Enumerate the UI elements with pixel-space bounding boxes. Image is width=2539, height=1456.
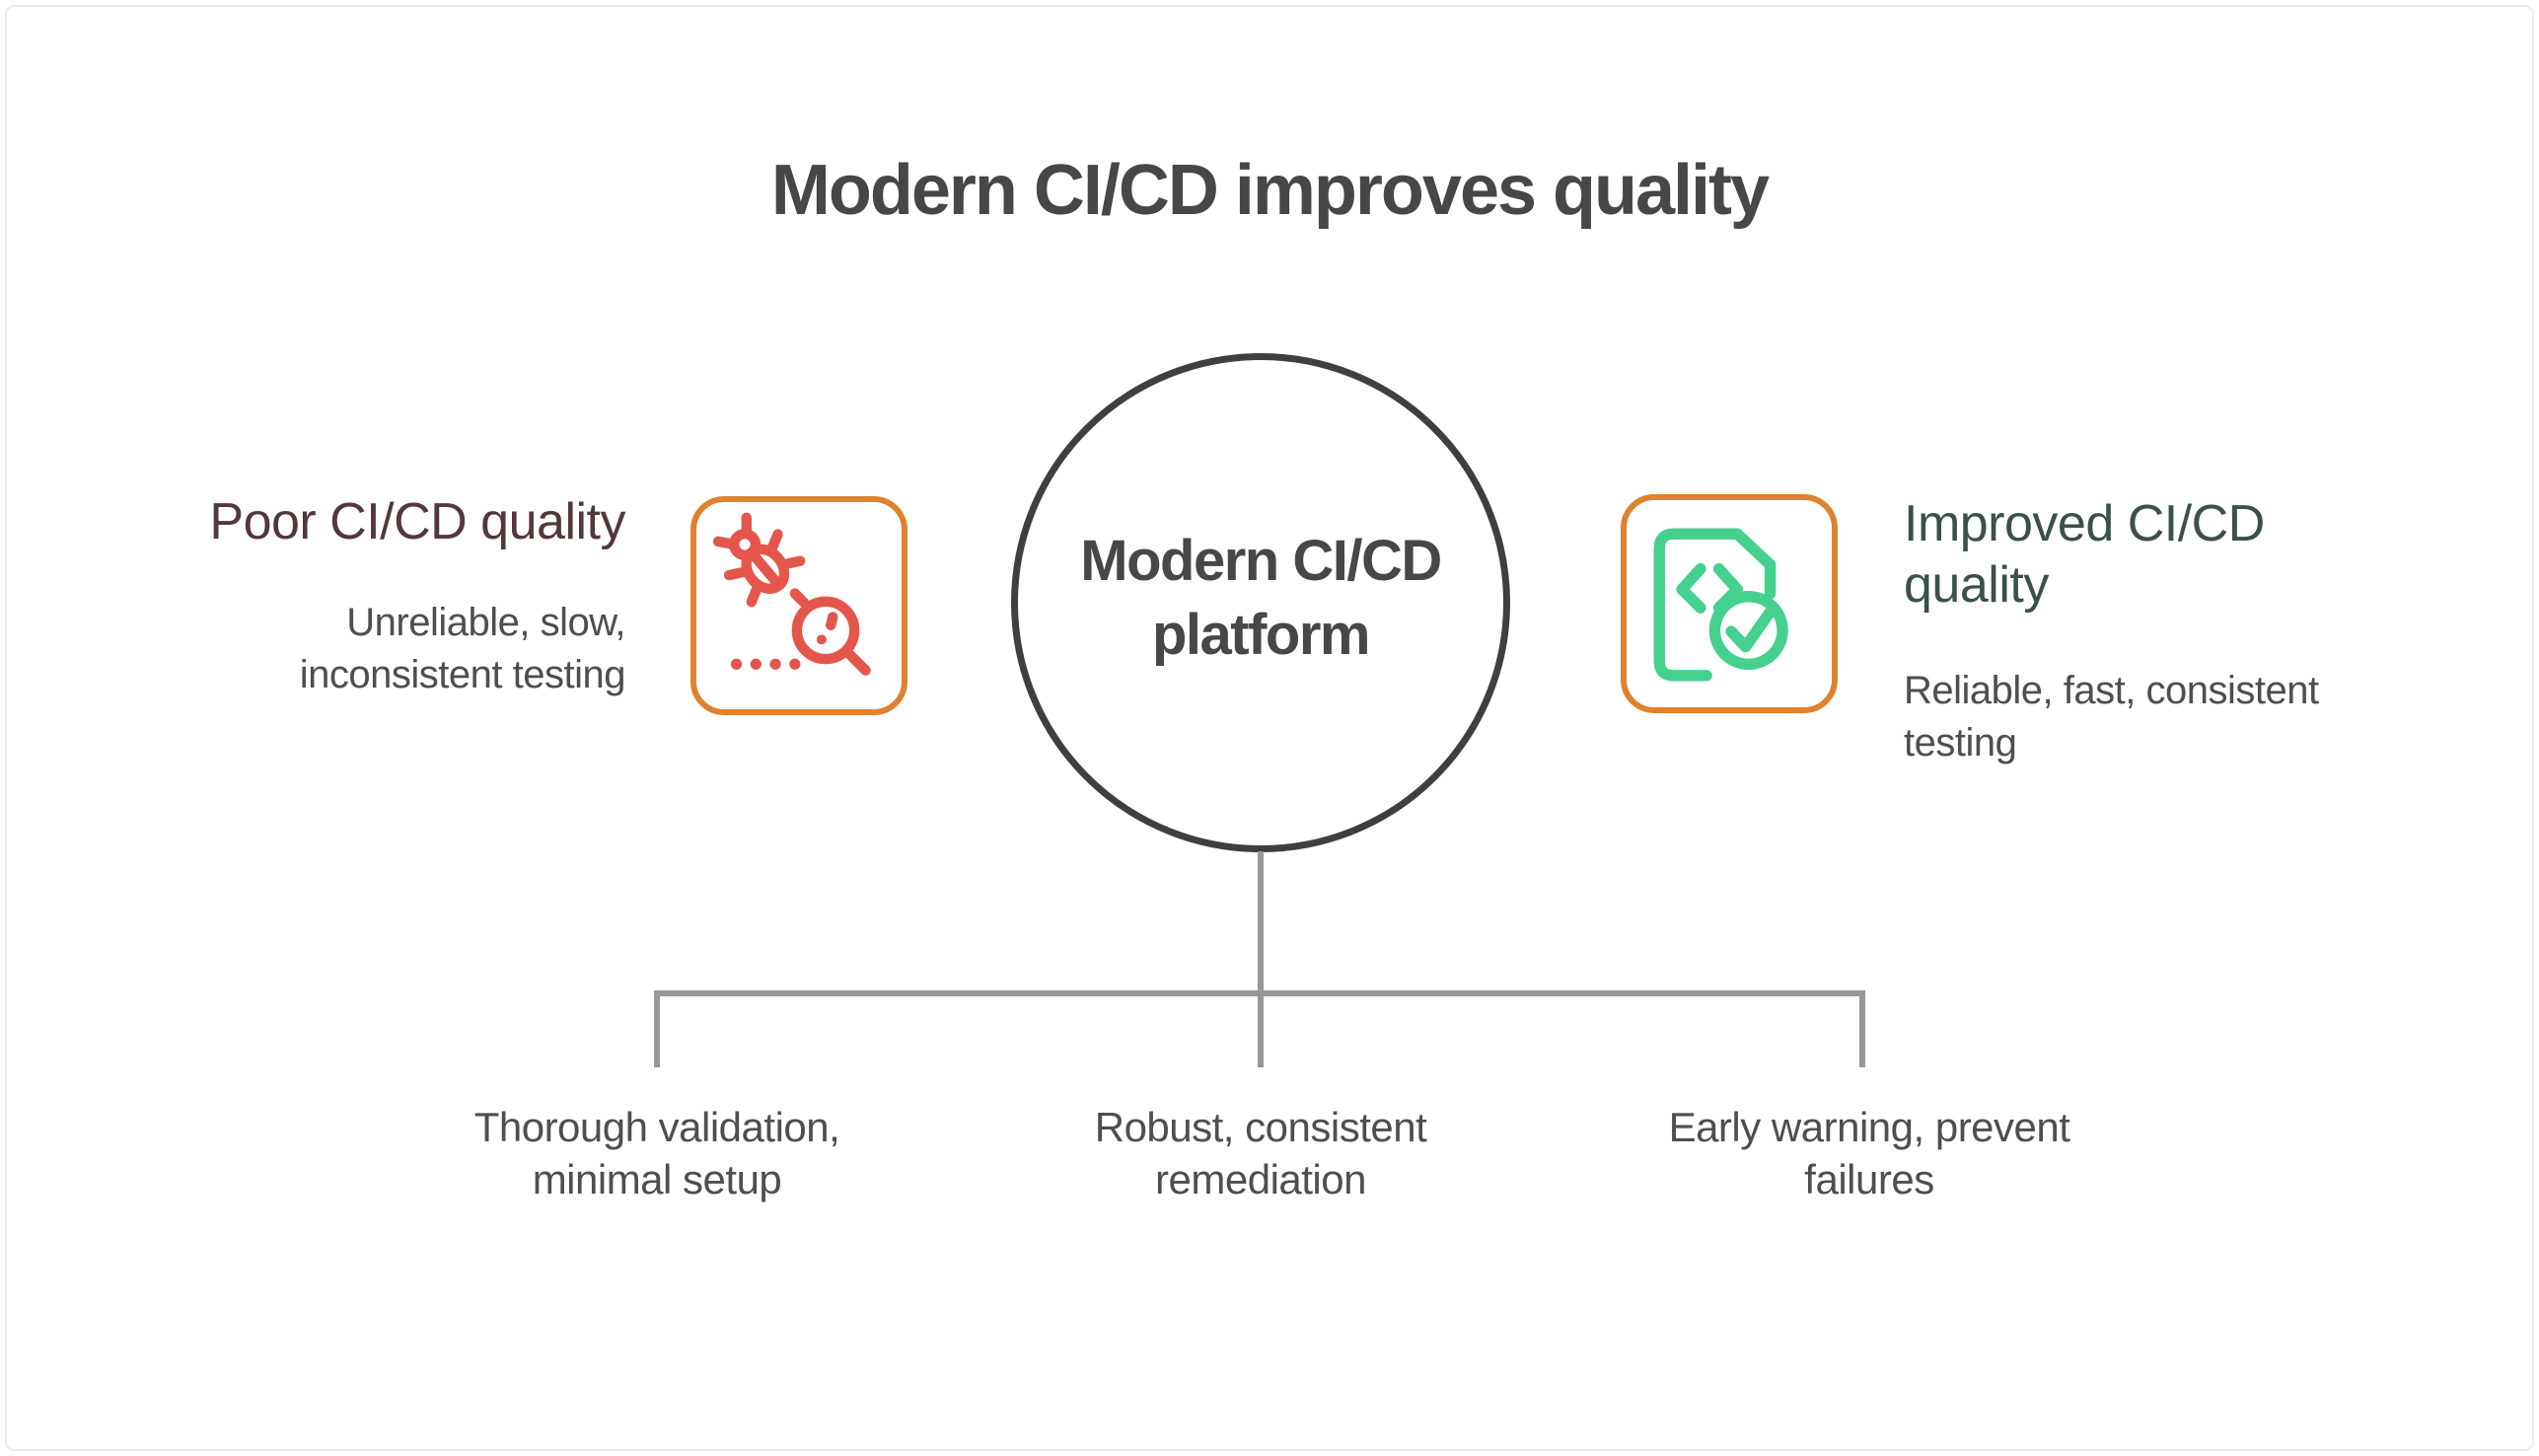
connector-stem-line bbox=[1258, 851, 1264, 996]
hub-circle: Modern CI/CD platform bbox=[1011, 353, 1510, 852]
right-item-subtitle-line1: Reliable, fast, consistent bbox=[1904, 669, 2319, 712]
outcome-2-line1: Early warning, prevent bbox=[1668, 1104, 2070, 1150]
outcome-label-validation: Thorough validation, minimal setup bbox=[381, 1101, 933, 1205]
outcome-label-remediation: Robust, consistent remediation bbox=[984, 1101, 1537, 1205]
right-item-text: Improved CI/CD quality Reliable, fast, c… bbox=[1904, 493, 2319, 769]
bug-magnifier-glyph bbox=[712, 512, 871, 676]
left-item-subtitle-line2: inconsistent testing bbox=[299, 653, 626, 696]
outcome-label-early-warning: Early warning, prevent failures bbox=[1593, 1101, 2145, 1205]
connector-drop-right bbox=[1859, 990, 1865, 1067]
right-item-title-line2: quality bbox=[1904, 556, 2049, 614]
left-item-title: Poor CI/CD quality bbox=[209, 493, 625, 550]
hub-label-line1: Modern CI/CD bbox=[1080, 529, 1442, 593]
outcome-2-line2: failures bbox=[1804, 1156, 1934, 1202]
outcome-1-line1: Robust, consistent bbox=[1094, 1104, 1427, 1150]
outcome-1-line2: remediation bbox=[1155, 1156, 1366, 1202]
right-item-title: Improved CI/CD quality bbox=[1904, 493, 2319, 616]
outcome-0-line2: minimal setup bbox=[532, 1156, 782, 1202]
left-item-text: Poor CI/CD quality Unreliable, slow, inc… bbox=[209, 491, 625, 701]
code-file-check-icon bbox=[1621, 494, 1838, 713]
hub-label-line2: platform bbox=[1152, 603, 1371, 667]
connector-drop-center bbox=[1258, 990, 1264, 1067]
left-item-subtitle: Unreliable, slow, inconsistent testing bbox=[209, 597, 626, 701]
page-title: Modern CI/CD improves quality bbox=[770, 151, 1770, 230]
hub-label: Modern CI/CD platform bbox=[1080, 524, 1442, 672]
right-item-subtitle-line2: testing bbox=[1904, 721, 2017, 764]
right-item-title-line1: Improved CI/CD bbox=[1904, 495, 2265, 552]
left-item-subtitle-line1: Unreliable, slow, bbox=[346, 601, 625, 644]
right-item-subtitle: Reliable, fast, consistent testing bbox=[1904, 665, 2319, 769]
outcome-0-line1: Thorough validation, bbox=[473, 1104, 840, 1150]
connector-drop-left bbox=[654, 990, 660, 1067]
code-file-check-glyph bbox=[1653, 528, 1788, 682]
bug-magnifier-icon bbox=[690, 496, 907, 715]
